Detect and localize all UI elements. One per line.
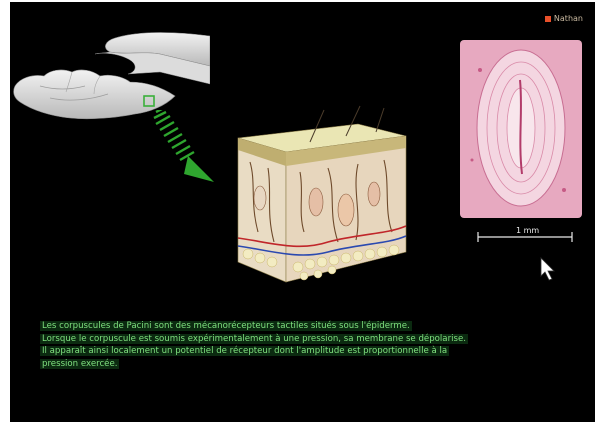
logo-text: Nathan	[554, 14, 583, 23]
narration-caption: Les corpuscules de Pacini sont des mécan…	[40, 320, 595, 370]
caption-line: pression exercée.	[40, 358, 595, 371]
pacini-corpuscle-icon	[460, 40, 582, 218]
caption-line: Lorsque le corpuscule est soumis expérim…	[40, 333, 595, 346]
mouse-cursor-icon	[540, 257, 558, 281]
logo-mark-icon	[545, 16, 551, 22]
green-arrow-icon	[150, 110, 230, 190]
animation-stage[interactable]: Nathan	[10, 2, 595, 422]
caption-line: Il apparaît ainsi localement un potentie…	[40, 345, 595, 358]
scale-label: 1 mm	[516, 226, 539, 235]
skin-section-icon	[228, 102, 418, 292]
caption-line: Les corpuscules de Pacini sont des mécan…	[40, 320, 595, 333]
brand-logo: Nathan	[545, 14, 583, 23]
